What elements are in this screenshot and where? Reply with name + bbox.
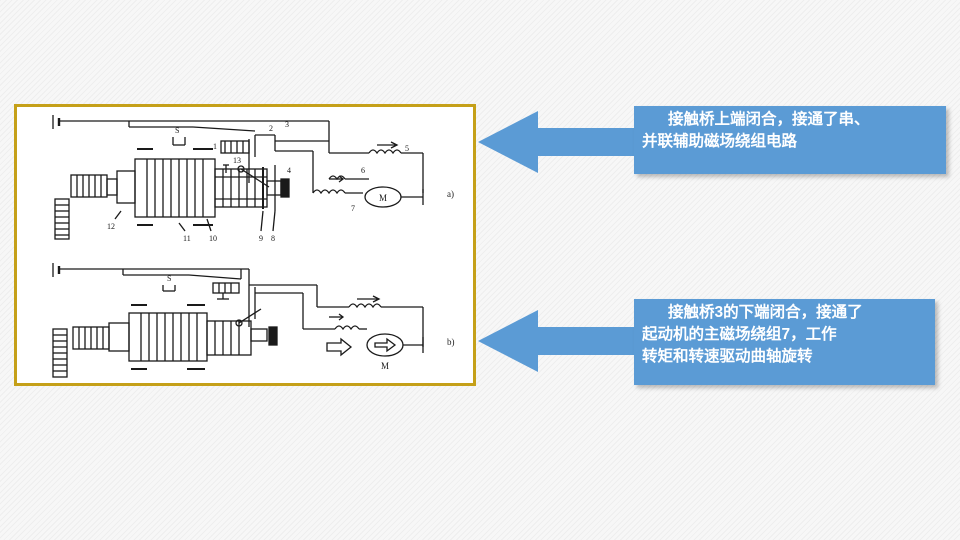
callout-top-line-2: 并联辅助磁场绕组电路	[642, 133, 798, 150]
callout-number-13: 13	[233, 156, 241, 165]
starter-circuit-diagram: S 1 2 3 4 5 6 7 8 9 10 11 12 13 M a)	[52, 115, 455, 378]
callout-number-5: 5	[405, 144, 409, 153]
motor-label-b: M	[381, 361, 389, 371]
callout-number-11: 11	[183, 234, 191, 243]
callout-number-9: 9	[259, 234, 263, 243]
panel-a-label: a)	[447, 189, 454, 199]
callout-number-4: 4	[287, 166, 291, 175]
arrow-left-icon-bottom	[478, 310, 636, 372]
callout-number-12: 12	[107, 222, 115, 231]
callout-number-8: 8	[271, 234, 275, 243]
arrow-left-icon-top	[478, 111, 636, 173]
callout-number-10: 10	[209, 234, 217, 243]
callout-number-6: 6	[361, 166, 365, 175]
callout-number-7: 7	[351, 204, 355, 213]
callout-bottom-box: 接触桥3的下端闭合，接通了 起动机的主磁场绕组7，工作 转矩和转速驱动曲轴旋转	[634, 299, 935, 385]
panel-b-labels: S M b)	[167, 274, 455, 371]
callout-bottom-line-3: 转矩和转速驱动曲轴旋转	[642, 348, 813, 365]
panel-a-diagram	[52, 115, 424, 240]
callout-top-box: 接触桥上端闭合，接通了串、 并联辅助磁场绕组电路	[634, 106, 946, 174]
callout-bottom-line-1: 接触桥3的下端闭合，接通了	[668, 304, 863, 321]
callout-bottom-line-2: 起动机的主磁场绕组7，工作	[642, 326, 837, 343]
callout-top-line-1: 接触桥上端闭合，接通了串、	[668, 111, 870, 128]
callout-number-3: 3	[285, 120, 289, 129]
motor-label-a: M	[379, 193, 387, 203]
callout-number-1: 1	[213, 142, 217, 151]
callout-number-2: 2	[269, 124, 273, 133]
switch-label-a: S	[175, 126, 179, 135]
circuit-figure-frame: S 1 2 3 4 5 6 7 8 9 10 11 12 13 M a)	[14, 104, 476, 386]
panel-b-diagram	[52, 263, 424, 378]
panel-a-labels: S 1 2 3 4 5 6 7 8 9 10 11 12 13 M a)	[107, 120, 454, 243]
panel-b-label: b)	[447, 337, 455, 347]
switch-label-b: S	[167, 274, 171, 283]
